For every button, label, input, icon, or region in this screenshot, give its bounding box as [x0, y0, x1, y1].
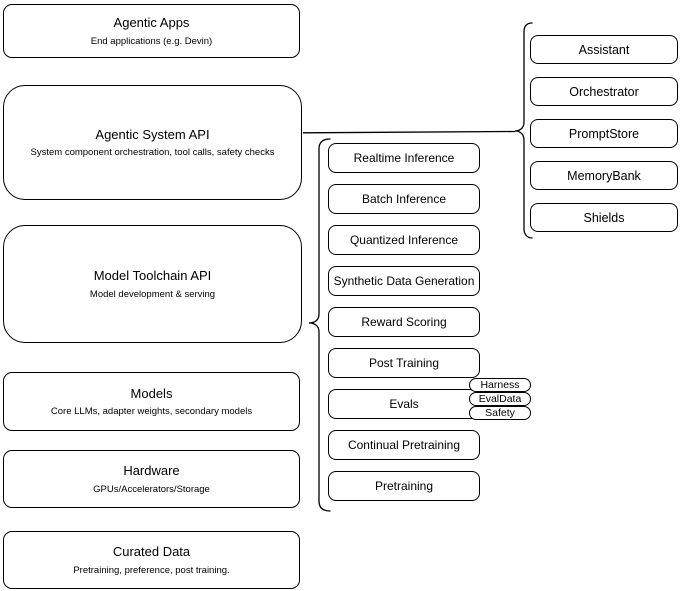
tag-label: EvalData: [478, 392, 522, 405]
node-title: Agentic System API: [95, 126, 210, 142]
node-assistant: Assistant: [530, 35, 678, 64]
node-label: Shields: [583, 210, 625, 225]
node-memorybank: MemoryBank: [530, 161, 678, 190]
node-title: Hardware: [123, 463, 180, 478]
node-batch-inference: Batch Inference: [328, 184, 480, 214]
node-synthetic-data-generation: Synthetic Data Generation: [328, 266, 480, 296]
node-subtitle: End applications (e.g. Devin): [90, 35, 213, 47]
node-quantized-inference: Quantized Inference: [328, 225, 480, 255]
connector-system-api-line: [302, 130, 516, 134]
tag-label: Harness: [480, 378, 520, 391]
node-realtime-inference: Realtime Inference: [328, 143, 480, 173]
node-label: Continual Pretraining: [347, 438, 461, 452]
node-label: Quantized Inference: [349, 233, 459, 247]
node-curated-data: Curated Data Pretraining, preference, po…: [3, 531, 300, 589]
node-subtitle: GPUs/Accelerators/Storage: [93, 483, 210, 495]
node-model-toolchain-api: Model Toolchain API Model development & …: [3, 225, 302, 343]
node-title: Agentic Apps: [113, 15, 190, 30]
node-subtitle: Pretraining, preference, post training.: [73, 564, 230, 576]
node-agentic-apps: Agentic Apps End applications (e.g. Devi…: [3, 4, 300, 58]
node-label: Orchestrator: [569, 84, 639, 99]
node-continual-pretraining: Continual Pretraining: [328, 430, 480, 460]
node-label: Synthetic Data Generation: [333, 274, 475, 288]
node-label: Post Training: [368, 356, 440, 370]
node-label: Pretraining: [374, 479, 434, 493]
node-label: Reward Scoring: [361, 315, 447, 329]
tag-label: Safety: [485, 406, 515, 419]
brace-toolchain: [308, 138, 331, 512]
node-label: PromptStore: [568, 126, 640, 141]
node-title: Model Toolchain API: [93, 268, 212, 283]
node-label: Evals: [389, 397, 419, 411]
tag-evaldata: EvalData: [469, 392, 531, 406]
node-subtitle: System component orchestration, tool cal…: [30, 147, 275, 159]
node-post-training: Post Training: [328, 348, 480, 378]
node-label: MemoryBank: [567, 168, 641, 183]
node-title: Models: [130, 385, 173, 401]
node-pretraining: Pretraining: [328, 471, 480, 501]
node-label: Batch Inference: [361, 192, 447, 206]
node-label: Assistant: [578, 42, 630, 57]
tag-harness: Harness: [469, 378, 531, 392]
node-models: Models Core LLMs, adapter weights, secon…: [3, 372, 300, 431]
node-orchestrator: Orchestrator: [530, 77, 678, 106]
node-evals: Evals: [328, 389, 480, 419]
node-hardware: Hardware GPUs/Accelerators/Storage: [3, 450, 300, 508]
node-reward-scoring: Reward Scoring: [328, 307, 480, 337]
node-subtitle: Model development & serving: [89, 288, 216, 300]
node-subtitle: Core LLMs, adapter weights, secondary mo…: [50, 406, 253, 418]
node-label: Realtime Inference: [353, 151, 455, 165]
node-promptstore: PromptStore: [530, 119, 678, 148]
node-title: Curated Data: [112, 544, 191, 559]
tag-safety: Safety: [469, 406, 531, 420]
node-shields: Shields: [530, 203, 678, 232]
node-agentic-system-api: Agentic System API System component orch…: [3, 85, 302, 200]
